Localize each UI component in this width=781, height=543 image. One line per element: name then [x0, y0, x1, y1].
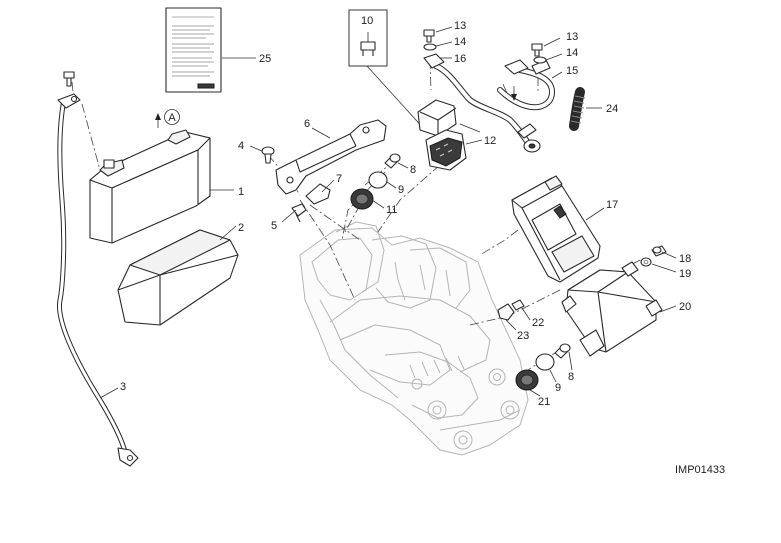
screw-13a [423, 29, 435, 43]
callout-3: 3 [120, 381, 126, 393]
callout-2: 2 [238, 222, 244, 234]
callout-13a: 13 [454, 20, 466, 32]
washer-9b [535, 353, 555, 371]
screw-18 [651, 245, 667, 257]
direction-arrow [511, 86, 517, 101]
callout-21: 21 [538, 396, 550, 408]
callout-6: 6 [304, 118, 310, 130]
holder-20 [561, 261, 663, 357]
callout-10: 10 [361, 15, 373, 27]
washer-14b [533, 56, 547, 64]
washer-14a [423, 43, 437, 51]
callout-17: 17 [606, 199, 618, 211]
callout-18: 18 [679, 253, 691, 265]
callout-22: 22 [532, 317, 544, 329]
battery [89, 129, 211, 244]
callout-16: 16 [454, 53, 466, 65]
view-marker-label: A [168, 112, 176, 124]
screw-8b [554, 343, 571, 359]
screw-13b [531, 43, 543, 57]
clip-23 [497, 303, 515, 321]
callout-15: 15 [566, 65, 578, 77]
grommet-21 [515, 369, 539, 391]
callout-11: 11 [386, 204, 397, 216]
screw-22 [511, 299, 525, 311]
frame-ghost [299, 221, 529, 456]
battery-tray [117, 229, 239, 326]
callout-25: 25 [259, 53, 271, 65]
callout-12: 12 [484, 135, 496, 147]
clip-5 [291, 203, 307, 223]
callout-14b: 14 [566, 47, 578, 59]
washer-19 [640, 257, 652, 267]
callout-13b: 13 [566, 31, 578, 43]
callout-8b: 8 [568, 371, 574, 383]
callout-4: 4 [238, 140, 244, 152]
sleeve-24 [569, 87, 586, 131]
cable-15 [497, 59, 556, 111]
callout-9a: 9 [398, 184, 404, 196]
fuse-box-12 [417, 99, 467, 171]
callout-19: 19 [679, 268, 691, 280]
view-marker: A [155, 109, 180, 128]
callout-8a: 8 [410, 164, 416, 176]
callout-14a: 14 [454, 36, 466, 48]
cable-16 [423, 53, 541, 153]
reference-code: IMP01433 [675, 464, 725, 476]
control-unit-17 [511, 175, 601, 283]
terminal-screw [63, 71, 75, 87]
screw-4 [261, 146, 275, 164]
callout-23: 23 [517, 330, 529, 342]
callout-numbers: 25 1 2 3 4 5 6 7 8 9 10 11 12 13 14 16 1… [120, 15, 691, 408]
washer-9a [368, 171, 388, 189]
bracket-7 [305, 183, 331, 205]
callout-9b: 9 [555, 382, 561, 394]
assembly-lines [71, 59, 641, 371]
callout-24: 24 [606, 103, 618, 115]
ground-cable [56, 93, 139, 467]
leader-lines [99, 26, 677, 399]
callout-5: 5 [271, 220, 277, 232]
callout-20: 20 [679, 301, 691, 313]
screw-8a [384, 153, 401, 169]
bracket-6 [275, 119, 387, 195]
callout-7: 7 [336, 173, 342, 185]
warning-label [165, 7, 222, 93]
fuse-inset [348, 9, 426, 131]
grommet-11 [350, 188, 374, 210]
callout-1: 1 [238, 186, 244, 198]
